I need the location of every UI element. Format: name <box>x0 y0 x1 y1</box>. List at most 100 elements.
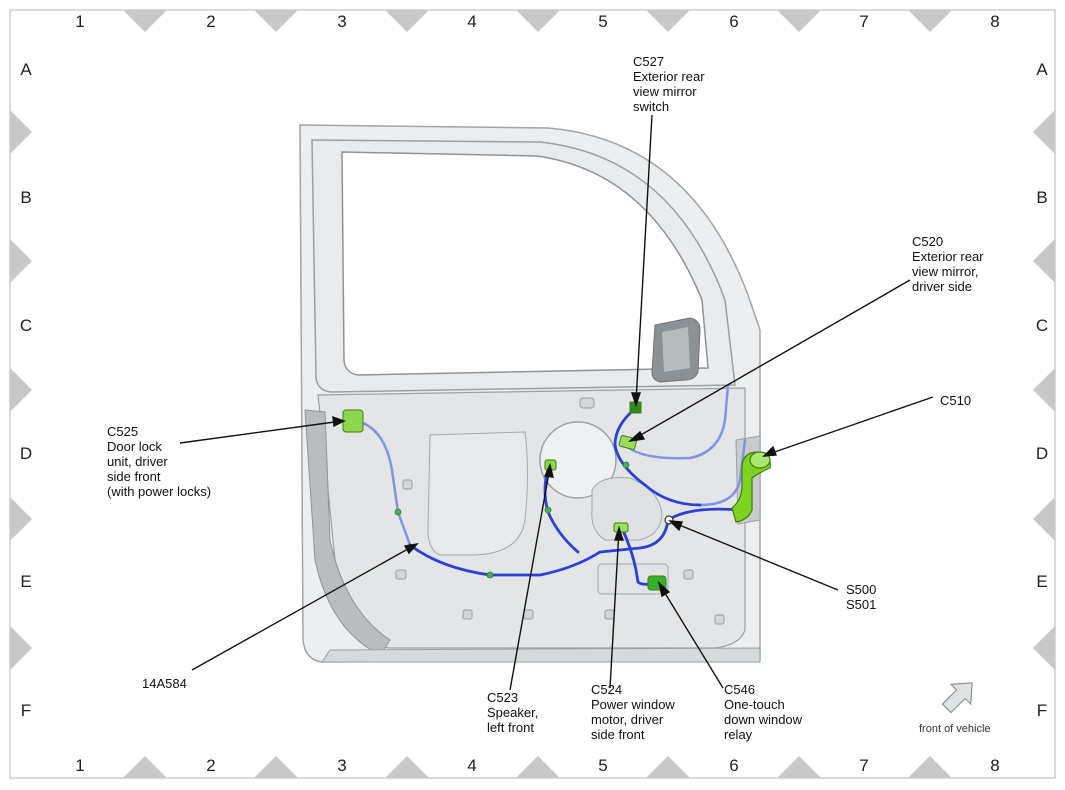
grid-marker <box>1033 626 1055 670</box>
callout-c523: C523 Speaker, left front <box>487 690 542 735</box>
callout-line: S501 <box>846 597 876 612</box>
grid-marker <box>10 239 32 283</box>
grid-markers <box>10 10 1055 778</box>
grid-marker <box>254 10 298 32</box>
grid-row-label: D <box>20 444 32 463</box>
callout-line: Power window <box>591 697 675 712</box>
callout-line: S500 <box>846 582 876 597</box>
grid-marker <box>516 10 560 32</box>
callout-line: view mirror <box>633 84 697 99</box>
grid-col-label: 6 <box>729 756 738 775</box>
connector-c525 <box>342 409 364 433</box>
callout-c524: C524 Power window motor, driver side fro… <box>591 682 678 742</box>
callout-line: view mirror, <box>912 264 978 279</box>
leader-c525 <box>179 420 343 444</box>
callout-c520: C520 Exterior rear view mirror, driver s… <box>912 234 987 294</box>
callout-line: C527 <box>633 54 664 69</box>
callout-line: Speaker, <box>487 705 538 720</box>
speaker-opening <box>539 421 617 499</box>
grid-marker <box>385 10 429 32</box>
grid-marker <box>1033 110 1055 154</box>
grid-marker <box>646 756 690 778</box>
grid-column-labels-top: 1 2 3 4 5 6 7 8 <box>75 12 999 31</box>
leader-arrowhead <box>332 415 346 428</box>
leader-arrowhead <box>657 580 671 598</box>
leader-c524 <box>609 529 620 689</box>
harness-hidden-run <box>358 420 412 547</box>
leader-c527 <box>635 114 653 403</box>
callout-line: C546 <box>724 682 755 697</box>
grid-col-label: 7 <box>859 12 868 31</box>
door-recess-panel <box>427 431 528 556</box>
callout-line: side front <box>591 727 645 742</box>
grid-row-label: A <box>20 60 32 79</box>
grid-marker <box>908 10 952 32</box>
leader-arrowhead <box>614 525 624 541</box>
callout-line: motor, driver <box>591 712 664 727</box>
grid-col-label: 8 <box>990 12 999 31</box>
door-bottom-lip <box>321 647 761 663</box>
grid-marker <box>254 756 298 778</box>
mounting-holes <box>395 397 725 625</box>
connector-c524 <box>613 522 629 533</box>
grid-marker <box>646 10 690 32</box>
grid-row-label: C <box>1036 316 1048 335</box>
grid-marker <box>777 10 821 32</box>
grid-row-labels-left: A B C D E F <box>20 60 32 720</box>
leader-c520 <box>631 279 911 441</box>
grid-marker <box>908 756 952 778</box>
grid-col-label: 4 <box>467 756 476 775</box>
callout-line: C525 <box>107 424 138 439</box>
grid-col-label: 2 <box>206 756 215 775</box>
callout-line: side front <box>107 469 161 484</box>
callout-line: One-touch <box>724 697 785 712</box>
window-motor-cavity <box>591 477 663 541</box>
grid-row-label: F <box>1037 701 1047 720</box>
front-of-vehicle-label: front of vehicle <box>919 723 991 735</box>
callout-line: down window <box>724 712 803 727</box>
grid-row-label: B <box>1036 188 1047 207</box>
grid-col-label: 5 <box>598 756 607 775</box>
door-inner-panel <box>317 387 746 649</box>
callout-line: relay <box>724 727 753 742</box>
grid-marker <box>10 368 32 412</box>
callout-line: (with power locks) <box>107 484 211 499</box>
grid-row-label: D <box>1036 444 1048 463</box>
grid-marker <box>1033 368 1055 412</box>
grid-col-label: 5 <box>598 12 607 31</box>
grid-row-label: A <box>1036 60 1048 79</box>
grid-row-label: C <box>20 316 32 335</box>
leader-c510 <box>765 396 934 456</box>
harness-clips <box>394 461 630 579</box>
leader-14a584 <box>191 544 416 671</box>
leader-lines <box>179 114 934 691</box>
grid-marker <box>1033 497 1055 541</box>
callout-line: driver side <box>912 279 972 294</box>
grid-row-label: B <box>20 188 31 207</box>
grid-marker <box>516 756 560 778</box>
grid-col-label: 7 <box>859 756 868 775</box>
front-of-vehicle-indicator: front of vehicle <box>919 682 991 735</box>
callout-line: unit, driver <box>107 454 168 469</box>
grid-row-labels-right: A B C D E F <box>1036 60 1048 720</box>
callout-line: Exterior rear <box>633 69 705 84</box>
leader-arrowhead <box>762 445 777 457</box>
callout-line: 14A584 <box>142 676 187 691</box>
callout-line: switch <box>633 99 669 114</box>
wiring-harness <box>358 383 747 586</box>
leader-c546 <box>659 584 724 689</box>
callout-c510: C510 <box>940 393 971 408</box>
grid-marker <box>10 110 32 154</box>
callout-s500: S500 S501 <box>846 582 880 612</box>
grid-marker <box>777 756 821 778</box>
harness-main-run <box>408 507 742 577</box>
callout-c525: C525 Door lock unit, driver side front (… <box>107 424 211 499</box>
grid-marker <box>123 10 167 32</box>
harness-hidden-run <box>698 438 747 507</box>
grid-column-labels-bottom: 1 2 3 4 5 6 7 8 <box>75 756 999 775</box>
grid-col-label: 8 <box>990 756 999 775</box>
callout-line: C520 <box>912 234 943 249</box>
grid-col-label: 4 <box>467 12 476 31</box>
grid-col-label: 1 <box>75 12 84 31</box>
